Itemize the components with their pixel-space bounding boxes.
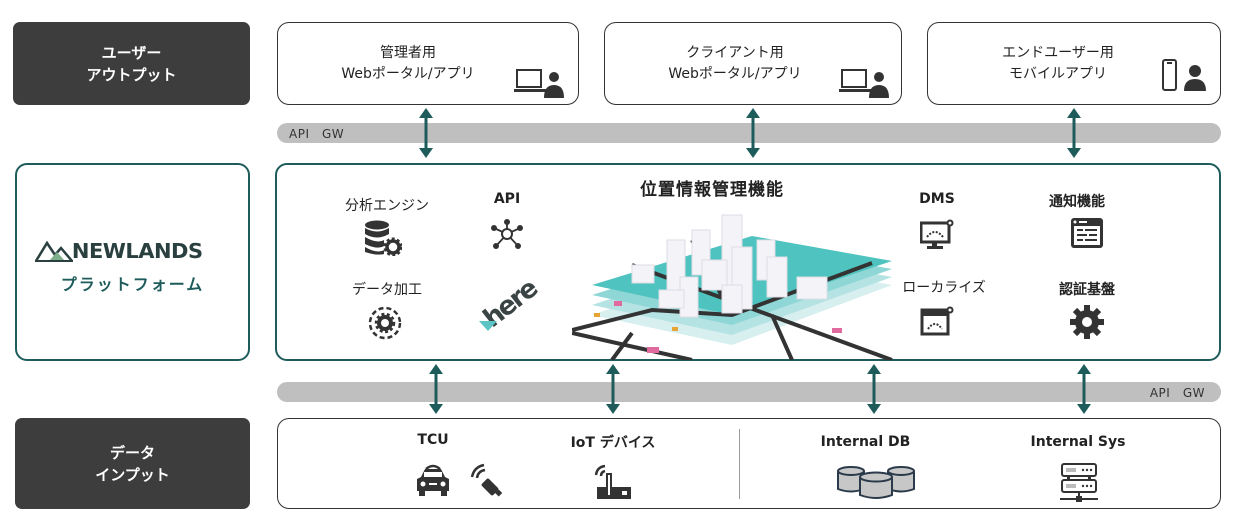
location-management-title: 位置情報管理機能 [640,180,784,200]
platform-features-box: 分析エンジン API データ加工 here 位置情報管理機能 [275,163,1221,361]
bidirectional-arrow-icon [429,364,443,414]
data-input-line1: データ [109,443,155,462]
server-network-icon [1060,463,1098,502]
localize-label: ローカライズ [902,280,986,296]
api-label: API [493,191,521,207]
monitor-gear-icon [920,219,954,249]
bidirectional-arrow-icon [867,364,881,414]
wireless-dongle-icon [470,463,503,497]
api-gateway-bottom-bar: API GW [277,382,1221,402]
client-portal-line1: クライアント用 [686,45,784,61]
newlands-logo-text: NEWLANDS [71,239,203,263]
admin-portal-line2: Webポータル/アプリ [341,66,475,82]
client-portal-line2: Webポータル/アプリ [668,66,802,82]
enduser-app-line1: エンドユーザー用 [1002,45,1114,61]
mountain-logo-icon [35,240,73,262]
user-output-line1: ユーザー [101,43,162,62]
data-input-line2: インプット [95,465,170,484]
user-output-label-box: ユーザー アウトプット [13,22,250,105]
data-processing-label: データ加工 [352,282,422,298]
internal-sys-label: Internal Sys [1030,434,1126,450]
tcu-label: TCU [417,432,449,448]
bidirectional-arrow-icon [1067,108,1081,158]
admin-portal-box: 管理者用 Webポータル/アプリ [277,22,579,105]
bidirectional-arrow-icon [746,108,760,158]
notification-window-icon [1071,218,1103,248]
window-gear-icon [920,306,954,336]
auth-label: 認証基盤 [1059,282,1115,298]
database-gear-icon [365,220,402,256]
analysis-engine-label: 分析エンジン [345,198,429,214]
iot-device-label: IoT デバイス [570,435,656,451]
iot-router-icon [594,464,631,499]
database-cluster-icon [837,466,915,499]
api-network-icon [491,219,523,249]
user-output-line2: アウトプット [86,65,177,84]
api-gateway-top-label: API GW [289,127,345,141]
data-input-label-box: データ インプット [15,418,250,509]
laptop-user-icon [839,69,889,98]
here-logo: here [475,274,545,337]
data-sources-box: TCU IoT デバイス Internal DB Internal Sys [277,418,1221,509]
gear-icon [1070,305,1104,339]
connected-car-icon [417,464,449,496]
internal-db-label: Internal DB [820,434,911,450]
bidirectional-arrow-icon [606,364,620,414]
api-gateway-top-bar: API GW [277,123,1221,143]
enduser-app-box: エンドユーザー用 モバイルアプリ [927,22,1221,105]
mobile-user-icon [1162,59,1206,91]
laptop-user-icon [514,69,564,98]
bidirectional-arrow-icon [1077,364,1091,414]
city-map-illustration [572,214,893,360]
bidirectional-arrow-icon [419,108,433,158]
newlands-logo: NEWLANDS [35,237,235,265]
platform-label: プラットフォーム [60,275,205,294]
dms-label: DMS [919,191,955,207]
enduser-app-line2: モバイルアプリ [1009,66,1107,82]
client-portal-box: クライアント用 Webポータル/アプリ [604,22,902,105]
notification-label: 通知機能 [1049,194,1105,210]
gear-cycle-icon [368,306,402,340]
admin-portal-line1: 管理者用 [380,45,436,61]
divider [739,429,740,499]
platform-label-box: NEWLANDS プラットフォーム [15,163,250,361]
api-gateway-bottom-label: API GW [1149,386,1205,400]
